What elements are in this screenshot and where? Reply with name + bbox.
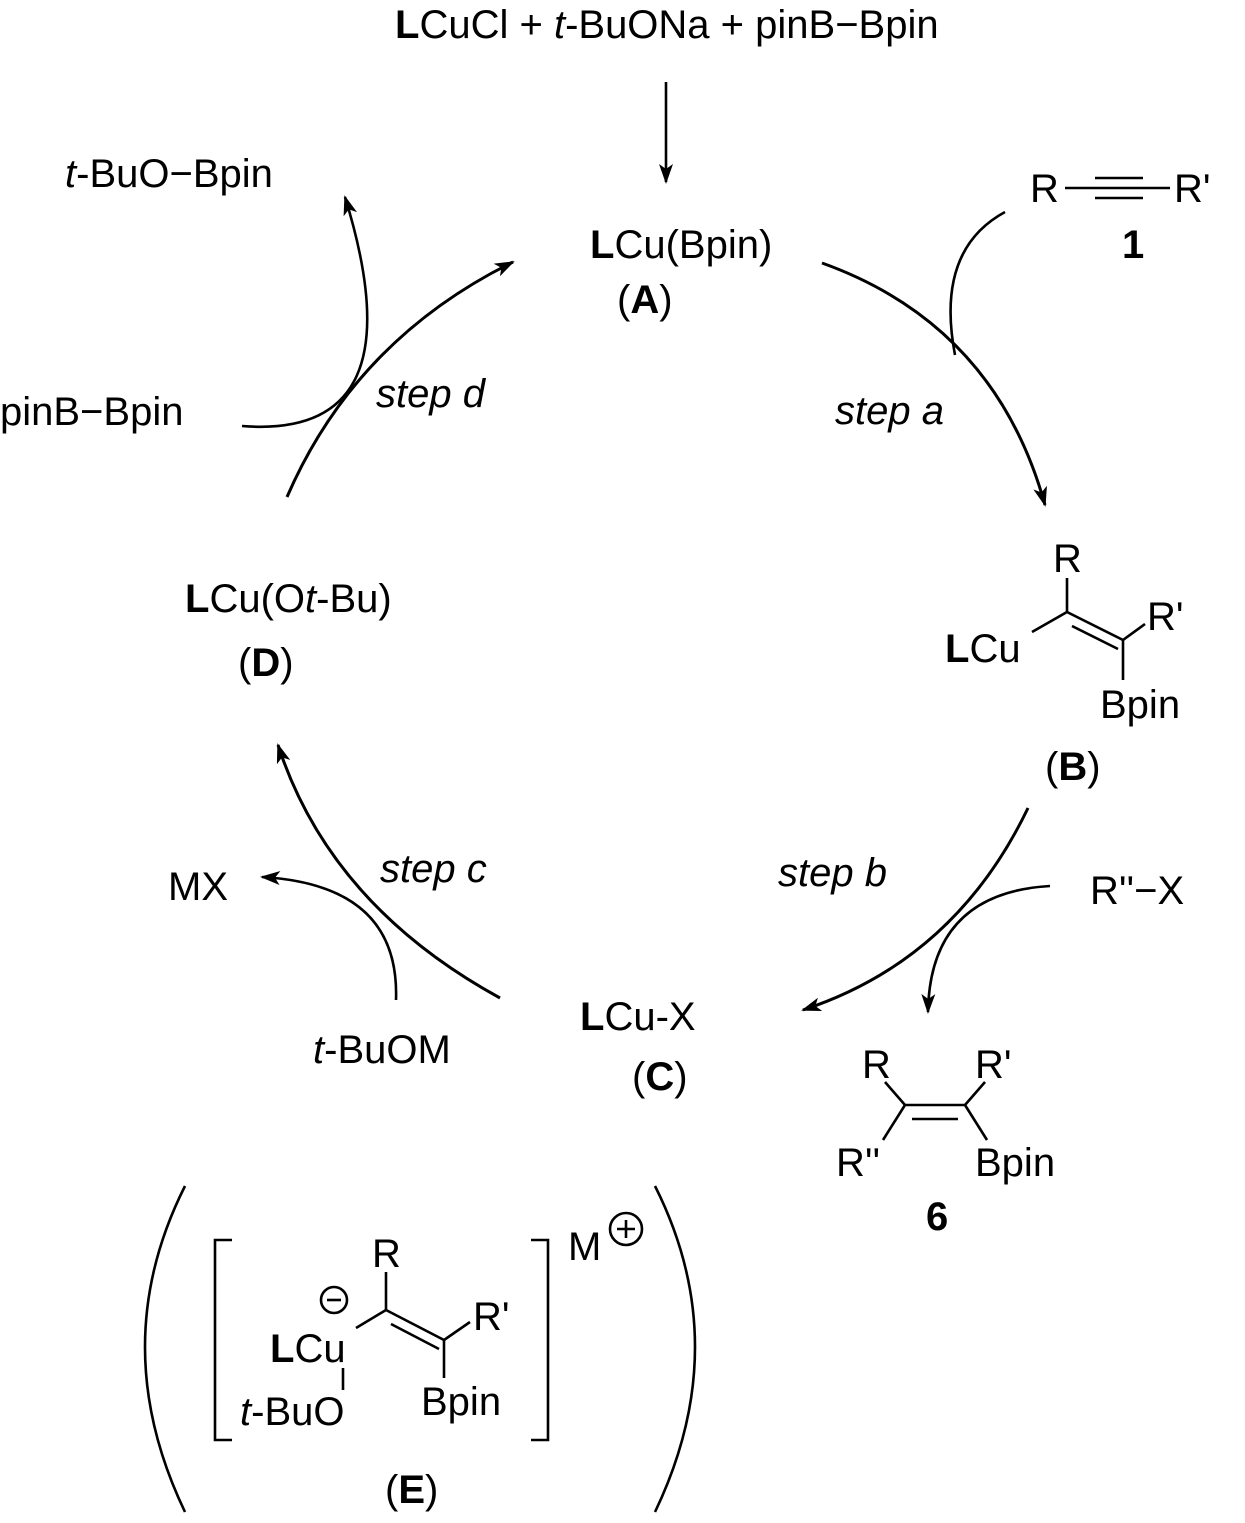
product-bond-Rp: [964, 1081, 986, 1106]
step-d-label: step d: [376, 372, 487, 416]
E-R: R: [372, 1232, 401, 1276]
B-R-prime: R': [1147, 595, 1184, 639]
E-LCu: LCu: [270, 1327, 346, 1371]
E-positive-charge-icon: [608, 1211, 644, 1247]
alkyl-halide: R''−X: [1090, 869, 1184, 913]
species-D-formula: LCu(Ot-Bu): [185, 577, 392, 621]
alkyne-number: 1: [1122, 223, 1144, 267]
step-b-arrow: [801, 807, 1030, 1012]
E-R-prime: R': [473, 1295, 510, 1339]
species-E-label: (E): [385, 1468, 438, 1512]
product-release-arrow: [921, 884, 1051, 1014]
E-negative-charge-icon: [319, 1285, 349, 1315]
salt-byproduct: MX: [168, 865, 228, 909]
species-D-label: (D): [238, 641, 294, 685]
E-bond-double-a: [385, 1308, 445, 1342]
salt-exchange-arrow: [260, 871, 398, 1001]
product-bond-Bpin: [963, 1104, 989, 1141]
species-B-label: (B): [1045, 745, 1101, 789]
E-counterion: M: [568, 1225, 601, 1269]
species-A-formula: LCu(Bpin): [590, 223, 772, 267]
E-bond-Rp: [443, 1320, 471, 1342]
step-c-arrow: [276, 743, 501, 1000]
step-a-label: step a: [835, 389, 944, 433]
alkoxide-reagent: t-BuOM: [313, 1028, 451, 1072]
E-left-paren: [143, 1185, 187, 1513]
B-LCu: LCu: [945, 627, 1021, 671]
reagent-cucl: CuCl +: [419, 3, 554, 47]
diboron-exchange-arrow: [241, 195, 369, 429]
E-right-paren: [653, 1185, 697, 1513]
product-bond-Rdp: [881, 1104, 907, 1141]
species-A-label: (A): [617, 278, 673, 322]
species-C-label: (C): [632, 1055, 688, 1099]
E-bond-double-b: [390, 1322, 440, 1351]
E-bond-Cu: [355, 1308, 387, 1330]
product-Bpin: Bpin: [975, 1141, 1055, 1185]
step-b-label: step b: [778, 851, 887, 895]
initial-reagents: LCuCl + t-BuONa + pinB−Bpin: [395, 3, 939, 47]
reagent-t: t: [554, 3, 567, 47]
alkyne-R: R: [1030, 167, 1059, 211]
B-bond-double-b: [1071, 624, 1119, 651]
product-bond-R: [884, 1081, 906, 1106]
product-R: R: [862, 1043, 891, 1087]
B-Bpin: Bpin: [1100, 683, 1180, 727]
reagent-L: L: [395, 3, 419, 47]
E-tBuO: t-BuO: [240, 1390, 344, 1434]
product-R-dprime: R'': [836, 1141, 880, 1185]
B-bond-Cu: [1031, 610, 1068, 634]
reagent-rest: -BuONa + pinB−Bpin: [565, 3, 939, 47]
E-Bpin: Bpin: [421, 1380, 501, 1424]
E-left-bracket: [213, 1238, 232, 1442]
B-bond-double-a: [1066, 610, 1124, 642]
alkyne-entry-curve: [949, 210, 1006, 356]
borate-byproduct: t-BuO−Bpin: [65, 152, 273, 196]
B-bond-Rp: [1122, 622, 1146, 642]
step-d-arrow: [285, 260, 515, 498]
E-right-bracket: [531, 1238, 550, 1442]
step-c-label: step c: [380, 847, 487, 891]
product-R-prime: R': [975, 1043, 1012, 1087]
step-a-arrow: [821, 261, 1047, 507]
species-C-formula: LCu-X: [580, 995, 696, 1039]
alkyne-R-prime: R': [1174, 167, 1211, 211]
diboron-reagent: pinB−Bpin: [0, 390, 183, 434]
product-number: 6: [926, 1195, 948, 1239]
B-R: R: [1053, 537, 1082, 581]
